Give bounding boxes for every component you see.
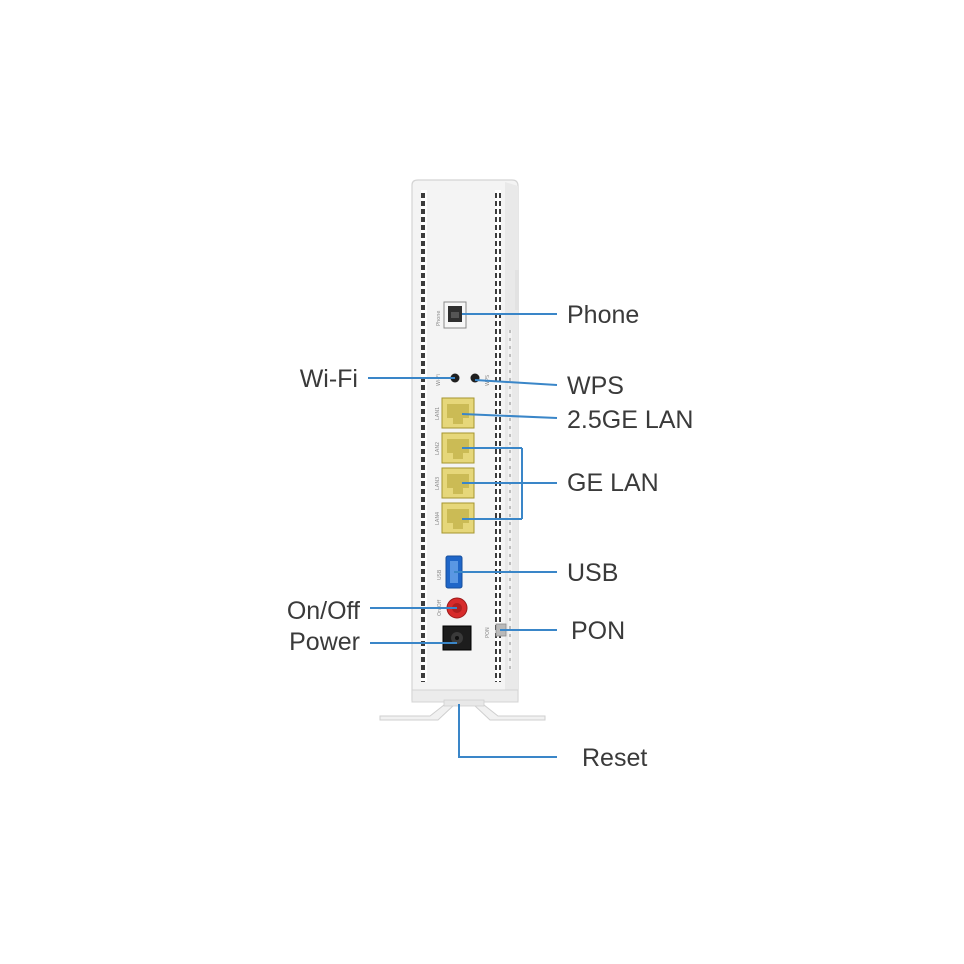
wps-label: WPS	[567, 372, 624, 400]
phone-label: Phone	[567, 301, 639, 329]
gelan-label: GE LAN	[567, 469, 659, 497]
power-label: Power	[289, 628, 360, 656]
wifi-port-mark: Wi-Fi	[436, 374, 442, 386]
power-jack	[442, 625, 472, 651]
lan4-port-mark: LAN4	[435, 512, 441, 525]
reset-leader-line	[458, 704, 557, 758]
pon-port-mark: PON	[485, 627, 491, 638]
phone-port-mark: Phone	[436, 311, 442, 327]
reset-label: Reset	[582, 744, 647, 772]
lan-port-1	[441, 397, 475, 429]
callout-labels: Phone Wi-Fi WPS 2.5GE LAN GE LAN USB On/…	[287, 301, 694, 772]
usb-port-mark: USB	[437, 569, 443, 580]
usb-label: USB	[567, 559, 618, 587]
right-vent-strip	[495, 190, 501, 682]
lan25-leader-line	[461, 413, 558, 419]
left-vent-strip	[421, 190, 427, 682]
lan3-port-mark: LAN3	[435, 477, 441, 490]
lan25-label: 2.5GE LAN	[567, 406, 693, 434]
pon-label: PON	[571, 617, 625, 645]
lan1-port-mark: LAN1	[435, 407, 441, 420]
router-stand	[379, 699, 546, 721]
wps-leader-line	[474, 379, 558, 386]
lan2-port-mark: LAN2	[435, 442, 441, 455]
wifi-label: Wi-Fi	[300, 365, 358, 393]
phone-port	[443, 301, 467, 329]
onoff-label: On/Off	[287, 597, 360, 625]
leader-lines	[368, 313, 558, 758]
